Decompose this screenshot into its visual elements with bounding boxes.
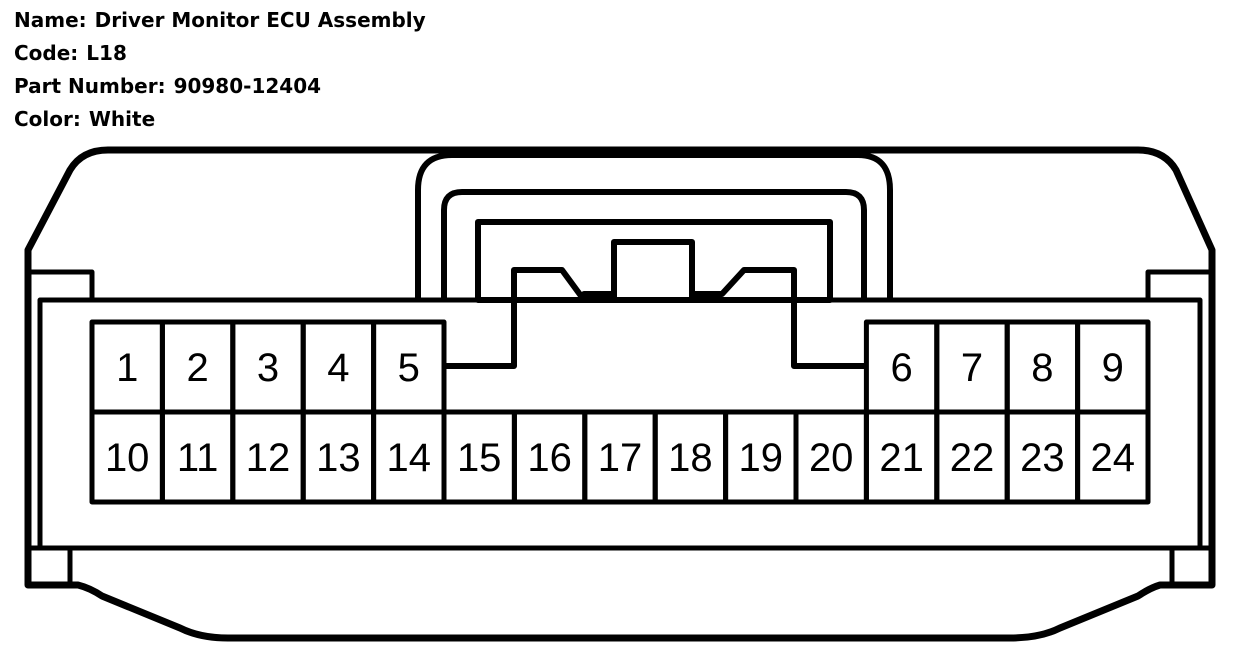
lock-latch-window — [475, 219, 833, 303]
code-label: Code: — [14, 41, 79, 65]
pin-cavity-17: 17 — [582, 409, 658, 505]
pin-cavity-19: 19 — [723, 409, 799, 505]
pin-cell — [1075, 409, 1151, 505]
pin-number: 16 — [527, 436, 572, 480]
pin-number: 2 — [186, 346, 208, 390]
pin-cavity-10: 10 — [89, 409, 165, 505]
pin-number: 1 — [116, 346, 138, 390]
color-label: Color: — [14, 107, 81, 131]
pin-number: 10 — [105, 436, 150, 480]
pin-cavity-2: 2 — [159, 319, 236, 415]
connector-info: Name: Driver Monitor ECU Assembly Code: L1… — [14, 4, 426, 136]
pin-cavity-24: 24 — [1075, 409, 1151, 505]
name-line: Name: Driver Monitor ECU Assembly — [14, 4, 426, 37]
key-profile — [444, 267, 866, 369]
connector-part-number: 90980-12404 — [173, 74, 322, 98]
pin-number: 7 — [961, 346, 983, 390]
pin-number: 8 — [1031, 346, 1053, 390]
pin-cavity-5: 5 — [371, 319, 447, 415]
pin-number: 5 — [398, 346, 420, 390]
pin-number: 3 — [257, 346, 279, 390]
part-number-line: Part Number: 90980-12404 — [14, 70, 426, 103]
pin-number: 15 — [457, 436, 502, 480]
pin-cavity-8: 8 — [1004, 319, 1081, 415]
pin-number: 23 — [1020, 436, 1065, 480]
pin-cavity-20: 20 — [793, 409, 869, 505]
lock-lever-outer — [415, 152, 893, 300]
connector-housing-outline — [24, 146, 1216, 642]
pin-cavity-16: 16 — [511, 409, 588, 505]
lock-lever-inner — [441, 189, 867, 300]
right-lower-ledge — [1169, 545, 1212, 585]
pin-cavity-12: 12 — [230, 409, 306, 505]
pin-number: 18 — [668, 436, 713, 480]
pin-number: 21 — [879, 436, 924, 480]
part-number-label: Part Number: — [14, 74, 166, 98]
lock-tab — [611, 239, 695, 300]
code-line: Code: L18 — [14, 37, 426, 70]
pin-cavity-1: 1 — [89, 319, 165, 415]
pin-cavity-3: 3 — [230, 319, 306, 415]
pin-cavity-9: 9 — [1075, 319, 1151, 415]
right-upper-ledge — [1145, 269, 1212, 300]
pin-number: 11 — [177, 436, 219, 480]
connector-color: White — [88, 107, 156, 131]
pin-cavity-22: 22 — [934, 409, 1010, 505]
pin-number: 24 — [1091, 436, 1136, 480]
pin-number: 20 — [809, 436, 854, 480]
pin-number: 17 — [598, 436, 643, 480]
pin-number: 12 — [246, 436, 291, 480]
pin-number: 14 — [387, 436, 432, 480]
pin-number: 19 — [739, 436, 784, 480]
pin-number: 4 — [327, 346, 349, 390]
pin-number: 9 — [1102, 346, 1124, 390]
left-lower-ledge — [28, 545, 73, 585]
connector-inner-frame — [37, 297, 1203, 551]
connector-name: Driver Monitor ECU Assembly — [94, 8, 426, 32]
pin-cavity-18: 18 — [652, 409, 729, 505]
pin-number: 6 — [890, 346, 912, 390]
pin-cavity-7: 7 — [934, 319, 1010, 415]
pin-cavity-15: 15 — [441, 409, 517, 505]
left-upper-ledge — [28, 269, 95, 300]
color-line: Color: White — [14, 103, 426, 136]
pin-number: 13 — [316, 436, 361, 480]
pin-cavity-4: 4 — [300, 319, 377, 415]
connector-code: L18 — [86, 41, 127, 65]
pin-cavity-6: 6 — [863, 319, 940, 415]
pin-cavity-11: 11 — [159, 409, 236, 505]
pin-cavity-13: 13 — [300, 409, 377, 505]
pin-cavity-21: 21 — [863, 409, 940, 505]
pin-cavity-14: 14 — [371, 409, 447, 505]
pin-cavity-23: 23 — [1004, 409, 1081, 505]
pin-number: 22 — [950, 436, 995, 480]
name-label: Name: — [14, 8, 87, 32]
